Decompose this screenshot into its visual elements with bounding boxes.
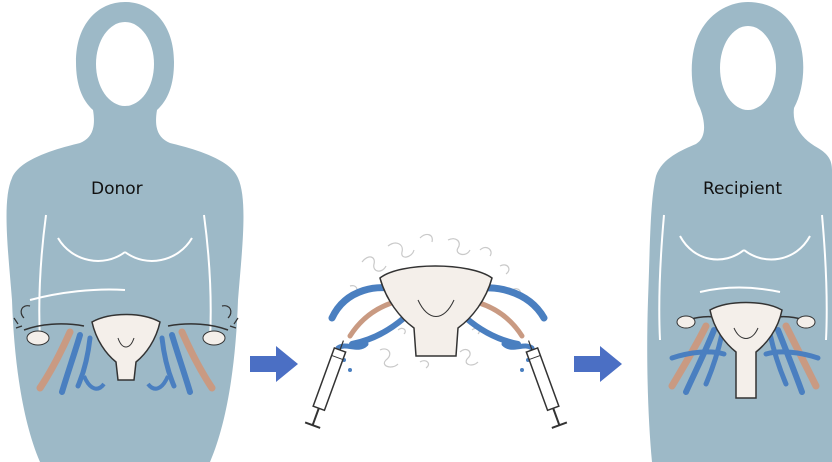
recipient-figure [647,2,832,462]
arrow-right-icon [574,346,622,382]
donor-face [96,22,154,106]
arrow-right-icon [250,346,298,382]
recipient-label: Recipient [703,179,782,199]
retrieved-graft [305,235,567,428]
recipient-face [720,26,776,110]
donor-figure [7,2,244,462]
donor-label: Donor [91,179,143,199]
graft-uterus [380,266,492,356]
syringe-icon [305,338,351,428]
syringe-icon [521,338,567,428]
